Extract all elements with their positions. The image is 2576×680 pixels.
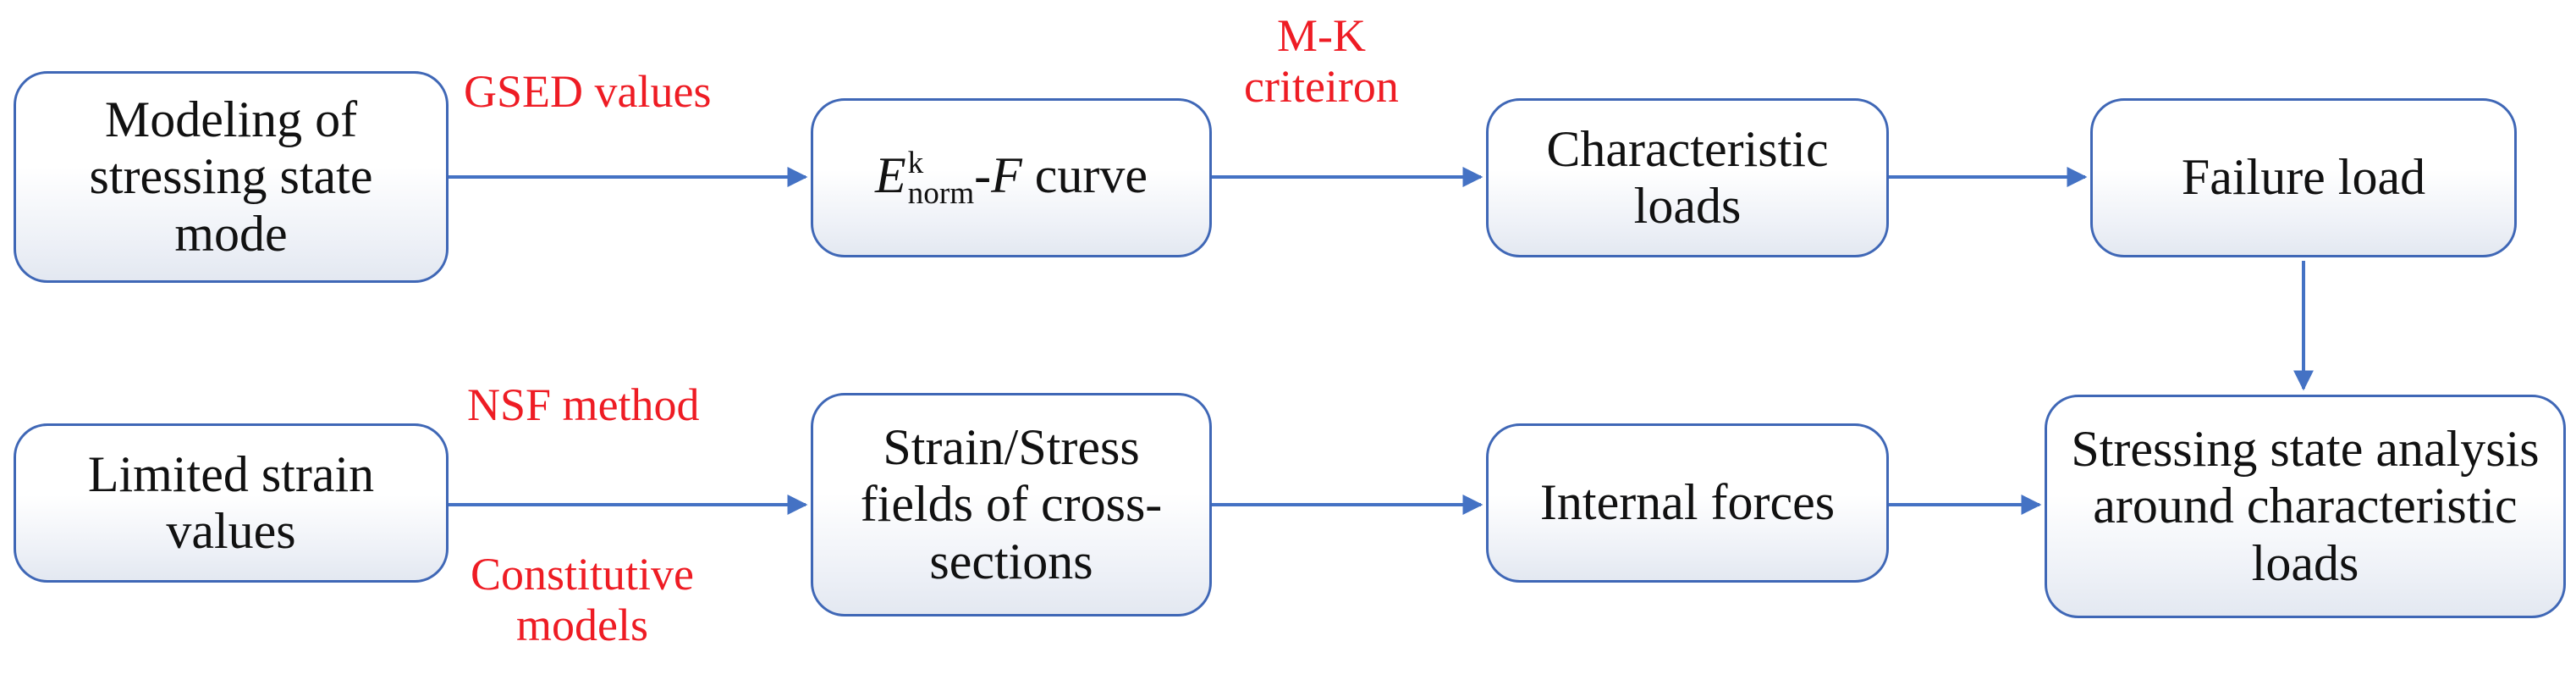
label-mk-criterion: M-K criteiron <box>1244 10 1399 113</box>
box-modeling-text: Modeling of stressing state mode <box>89 91 373 262</box>
box-characteristic-text: Characteristic loads <box>1546 120 1829 234</box>
box-characteristic: Characteristic loads <box>1486 98 1889 257</box>
curve-superscript: k <box>907 146 924 181</box>
label-mk-line2: criteiron <box>1244 61 1399 113</box>
box-limited: Limited strain values <box>14 423 449 583</box>
label-constitutive-models: Constitutive models <box>471 549 694 651</box>
box-failure-text: Failure load <box>2181 149 2426 206</box>
curve-suffix: curve <box>1021 147 1148 204</box>
label-nsf-method: NSF method <box>467 379 700 430</box>
box-internal: Internal forces <box>1486 423 1889 583</box>
curve-symbol: E <box>874 147 906 204</box>
box-limited-text: Limited strain values <box>87 445 375 559</box>
box-modeling: Modeling of stressing state mode <box>14 71 449 283</box>
box-analysis: Stressing state analysis around characte… <box>2045 395 2566 618</box>
box-fields-text: Strain/Stress fields of cross-sections <box>860 419 1163 589</box>
box-internal-text: Internal forces <box>1539 474 1836 531</box>
curve-subscript: norm <box>907 175 975 211</box>
label-gsed-values: GSED values <box>464 66 712 117</box>
box-fields: Strain/Stress fields of cross-sections <box>811 393 1212 616</box>
label-constitutive-line2: models <box>516 600 648 651</box>
curve-joiner: - <box>974 147 992 204</box>
label-constitutive-line1: Constitutive <box>471 549 695 600</box>
box-analysis-text: Stressing state analysis around characte… <box>2071 421 2540 591</box>
box-failure: Failure load <box>2090 98 2517 257</box>
curve-variable: F <box>991 147 1022 204</box>
label-mk-line1: M-K <box>1276 10 1366 61</box>
